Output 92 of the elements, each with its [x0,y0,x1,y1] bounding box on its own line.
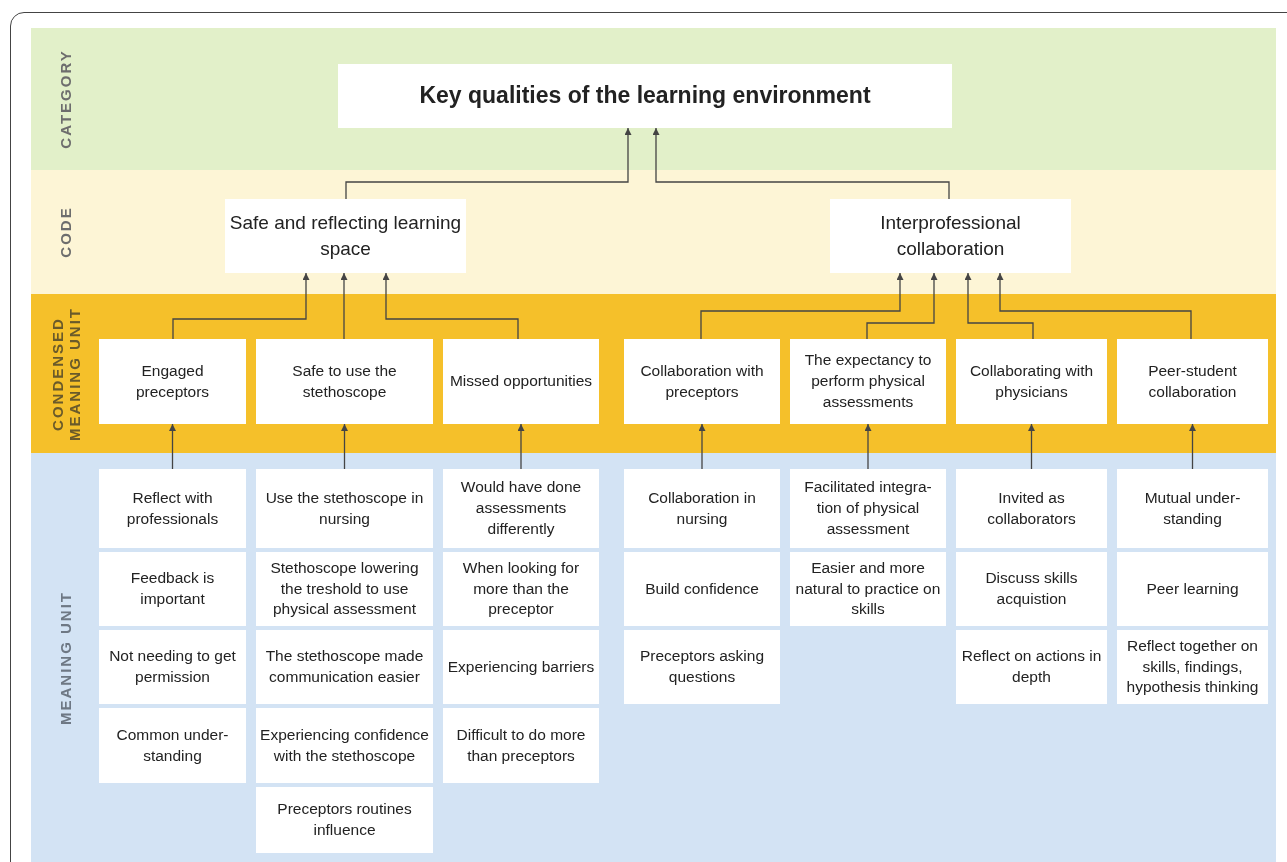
box-text: Reflect together on skills, findings, hypothesis thinking [1125,635,1260,698]
meaning-unit-box [1117,552,1268,626]
box-text: Reflect with professionals [125,487,220,529]
box-text: Interprofessional collaboration [879,211,1022,261]
meaning-unit-box [99,630,246,704]
box-text: Collaboration with preceptors [639,360,765,402]
box-text: Preceptors routines influence [276,799,413,840]
meaning-unit-box [956,469,1107,548]
arrow [340,272,348,340]
arrow [345,127,632,200]
band-label: CONDENSED MEANING UNIT [49,305,83,443]
meaning-unit-box [99,552,246,626]
arrow [864,423,872,470]
box-text: Missed opportunities [449,371,593,392]
box-text: Feedback is important [129,568,216,609]
box-text: The stethoscope made communication easier [264,646,425,687]
box-text: Stethoscope lowering the treshold to use physical assessment [269,557,420,620]
meaning-unit-box [256,630,433,704]
category-box [338,64,952,128]
box-text: Peer learning [1146,578,1239,599]
box-text: Would have done assessments differently [459,477,583,539]
meaning-unit-box [443,708,599,783]
condensed-unit-box [790,339,946,424]
meaning-unit-box [956,552,1107,626]
band-label: CODE [57,205,75,260]
box-text: Mutual under-standing [1143,487,1242,529]
arrow [382,272,519,340]
arrow [517,423,525,470]
box-text: Engaged preceptors [134,360,211,402]
meaning-unit-box [1117,469,1268,548]
code-box [225,199,466,273]
meaning-unit-box [443,630,599,704]
condensed-unit-box [256,339,433,424]
box-text: When looking for more than the preceptor [461,557,581,620]
box-text: Safe to use the stethoscope [291,360,398,402]
band-label: MEANING UNIT [57,589,75,727]
meaning-unit-box [790,469,946,548]
arrow [1189,423,1196,470]
meaning-unit-box [443,469,599,548]
meaning-unit-box [956,630,1107,704]
arrow [964,272,1034,340]
box-text: Invited as collaborators [986,487,1077,529]
meaning-unit-box [256,787,433,853]
condensed-meaning-unit-band [31,294,1276,453]
arrow [698,423,706,470]
condensed-unit-box [1117,339,1268,424]
category-band [31,28,1276,170]
meaning-unit-box [624,630,780,704]
band-label: CATEGORY [57,48,75,151]
meaning-unit-box [1117,630,1268,704]
box-text: Key qualities of the learning environment [419,81,871,111]
meaning-unit-band [31,453,1276,862]
box-text: Experiencing confidence with the stethoscope [260,724,429,766]
arrow [652,127,950,200]
meaning-unit-box [99,469,246,548]
arrow [341,423,348,470]
condensed-unit-box [99,339,246,424]
box-text: The expectancy to perform physical assessments [803,350,933,412]
box-text: Use the stethoscope in nursing [264,487,425,529]
box-text: Collaborating with physicians [968,360,1095,402]
meaning-unit-box [256,552,433,626]
condensed-unit-box [956,339,1107,424]
meaning-unit-box [790,552,946,626]
arrow [996,272,1192,340]
box-text: Preceptors asking questions [638,646,766,687]
condensed-unit-box [624,339,780,424]
box-text: Facilitated integra-tion of physical assessment [803,477,933,539]
meaning-unit-box [256,469,433,548]
arrow [700,272,904,340]
box-text: Discuss skills acquistion [984,568,1079,609]
box-text: Collaboration in nursing [647,487,757,529]
box-text: Reflect on actions in depth [960,646,1103,687]
arrow [172,272,310,340]
meaning-unit-box [624,469,780,548]
box-text: Common under-standing [115,724,230,766]
meaning-unit-box [256,708,433,783]
box-text: Experiencing barriers [447,656,595,677]
arrow [866,272,938,340]
box-text: Difficult to do more than preceptors [455,724,587,766]
code-box [830,199,1071,273]
box-text: Peer-student collaboration [1147,360,1238,402]
box-text: Not needing to get permission [108,646,237,687]
arrow [169,423,176,470]
box-text: Easier and more natural to practice on skills [794,557,942,620]
code-band [31,170,1276,294]
meaning-unit-box [99,708,246,783]
box-text: Build confidence [645,578,759,599]
meaning-unit-box [443,552,599,626]
arrow [1028,423,1035,470]
box-text: Safe and reflecting learning space [229,211,462,261]
meaning-unit-box [624,552,780,626]
condensed-unit-box [443,339,599,424]
